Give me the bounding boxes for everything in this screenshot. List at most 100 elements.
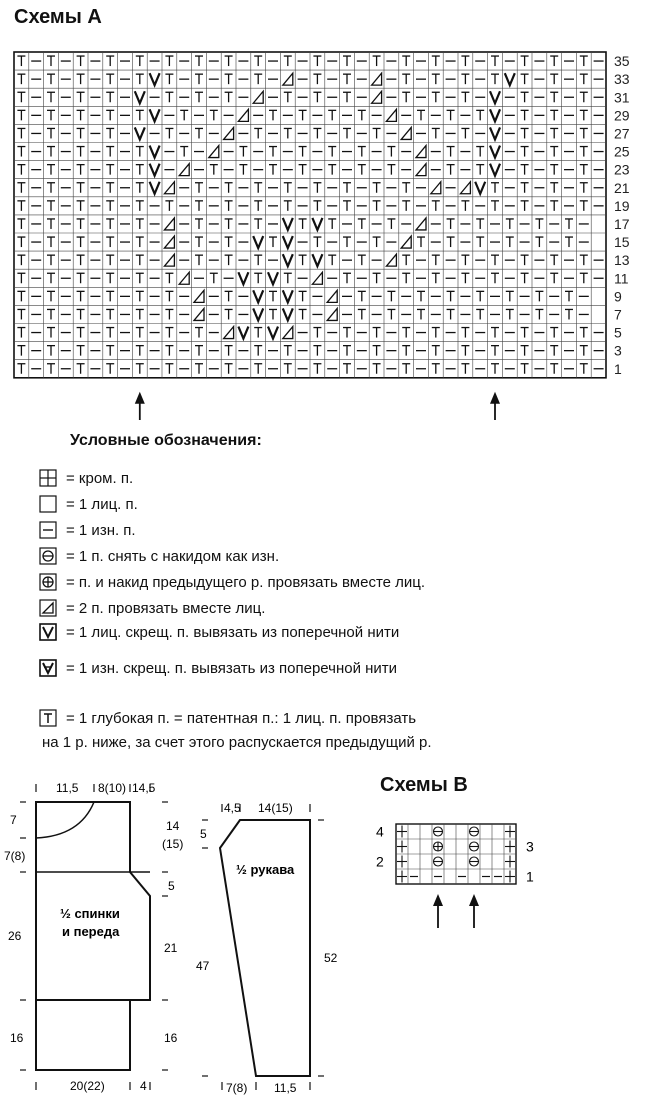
twisted-stitch-mark (133, 90, 146, 107)
slip-mark (432, 826, 444, 837)
k2tog-mark (222, 324, 235, 340)
deep-stitch-mark (135, 218, 144, 229)
sleeve-dim-left-2: 47 (196, 959, 210, 973)
legend-text: = 1 изн. скрещ. п. вывязать из поперечно… (66, 659, 398, 677)
row-label: 27 (614, 125, 630, 141)
deep-stitch-mark (106, 218, 115, 229)
deep-stitch-mark (224, 344, 233, 356)
deep-stitch-mark (106, 254, 115, 266)
deep-stitch-mark (520, 344, 529, 356)
deep-stitch-mark (343, 200, 351, 211)
deep-stitch-mark (224, 73, 233, 85)
body-dim-left-1: 7 (10, 813, 17, 827)
deep-stitch-mark (135, 163, 144, 175)
deep-stitch-mark (343, 182, 351, 193)
deep-stitch-mark (224, 55, 233, 67)
deep-stitch-mark (76, 91, 85, 103)
deep-stitch-mark (17, 272, 26, 284)
twisted-stitch-mark (281, 217, 294, 233)
deep-stitch-mark (328, 145, 337, 157)
row-label: 5 (614, 325, 622, 341)
deep-stitch-mark (520, 200, 529, 211)
twisted-stitch-mark (266, 326, 280, 342)
deep-stitch-mark (135, 290, 144, 302)
deep-stitch-mark (298, 254, 307, 266)
legend-item-k2tog: = 2 п. провязать вместе лиц. (38, 598, 265, 618)
deep-stitch-mark (209, 272, 218, 284)
sleeve-piece (218, 819, 311, 1077)
deep-stitch-mark (520, 326, 529, 338)
deep-stitch-mark (76, 200, 85, 211)
deep-stitch-mark (461, 272, 470, 284)
twisted-stitch-mark (252, 235, 265, 251)
deep-stitch-mark (17, 344, 26, 356)
deep-stitch-mark (431, 272, 440, 284)
edge-stitch-mark (397, 840, 407, 853)
legend-text: = 1 лиц. п. (66, 495, 138, 513)
deep-stitch-mark (17, 91, 26, 103)
deep-stitch-mark (491, 182, 499, 193)
twisted-stitch-mark (488, 108, 502, 125)
deep-stitch-mark (402, 326, 411, 338)
deep-stitch-mark (491, 272, 499, 284)
knit-together-mark (432, 841, 444, 852)
deep-stitch-mark (47, 55, 55, 67)
deep-stitch-mark (76, 254, 85, 266)
deep-stitch-mark (372, 182, 381, 193)
k2tog-mark (177, 270, 190, 285)
deep-stitch-mark (47, 308, 55, 320)
deep-stitch-mark (76, 363, 85, 374)
deep-stitch-mark (372, 236, 381, 248)
deep-stitch-mark (106, 272, 115, 284)
deep-stitch-mark (106, 363, 115, 374)
deep-stitch-mark (283, 200, 292, 211)
deep-stitch-mark (17, 145, 26, 157)
deep-stitch-mark (565, 290, 573, 302)
deep-stitch-mark (357, 308, 366, 320)
deep-stitch-mark (47, 363, 55, 374)
twisted-stitch-mark (252, 308, 265, 324)
deep-stitch-mark (135, 145, 144, 157)
deep-stitch-mark (195, 91, 203, 103)
k2tog-mark (325, 288, 338, 303)
deep-stitch-mark (431, 73, 440, 85)
deep-stitch-mark (565, 308, 573, 320)
deep-stitch-mark (76, 163, 85, 175)
deep-stitch-mark (106, 344, 115, 356)
sleeve-dim-top-b: 14(15) (258, 801, 293, 815)
deep-stitch-mark (343, 73, 351, 85)
k2tog-mark (237, 107, 250, 122)
deep-stitch-mark (135, 363, 144, 374)
deep-stitch-mark (165, 326, 174, 338)
deep-stitch-mark (76, 182, 85, 193)
edge-stitch-mark (505, 855, 515, 868)
deep-stitch-mark (254, 55, 263, 67)
deep-stitch-mark (343, 236, 351, 248)
deep-stitch-mark (283, 55, 292, 67)
row-label: 35 (614, 53, 630, 69)
deep-stitch-mark (106, 127, 115, 139)
deep-stitch-mark (47, 127, 55, 139)
deep-stitch-mark (47, 91, 55, 103)
deep-stitch-mark (461, 55, 470, 67)
deep-stitch-mark (254, 127, 263, 139)
sleeve-dim-top-a: 4,5 (224, 801, 241, 815)
deep-stitch-mark (224, 182, 233, 193)
deep-stitch-mark (17, 326, 26, 338)
arrow-up-icon (490, 391, 500, 420)
deep-stitch-mark (446, 218, 455, 229)
deep-stitch-mark (165, 55, 174, 67)
k2tog-mark (177, 161, 190, 177)
deep-stitch-mark (431, 254, 440, 266)
row-label: 29 (614, 107, 630, 123)
deep-stitch-mark (357, 290, 366, 302)
twisted-stitch-mark (237, 326, 250, 342)
deep-stitch-mark (76, 73, 85, 85)
deep-stitch-mark (491, 344, 499, 356)
deep-stitch-mark (402, 73, 411, 85)
row-label: 13 (614, 252, 630, 268)
twisted-stitch-mark (311, 253, 324, 270)
twisted-stitch-mark (148, 108, 161, 125)
deep-stitch-mark (298, 290, 307, 302)
